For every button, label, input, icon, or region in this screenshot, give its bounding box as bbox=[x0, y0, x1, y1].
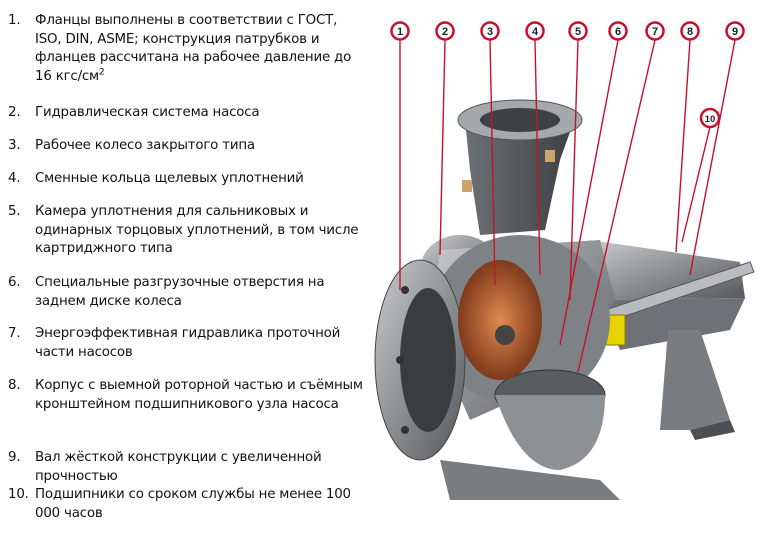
feature-text: Камера уплотнения для сальниковых и один… bbox=[35, 204, 359, 257]
svg-text:6: 6 bbox=[615, 26, 621, 38]
feature-text: Вал жёсткой конструкции с увеличенной пр… bbox=[35, 450, 322, 484]
feature-number: 5. bbox=[8, 204, 21, 219]
feature-text: Сменные кольца щелевых уплотнений bbox=[35, 171, 304, 186]
callout-1: 1 bbox=[390, 21, 410, 41]
svg-text:8: 8 bbox=[687, 26, 693, 38]
suction-flange bbox=[374, 259, 620, 500]
leader-lines bbox=[399, 39, 736, 373]
feature-number: 6. bbox=[8, 275, 21, 290]
feature-number: 1. bbox=[8, 13, 21, 28]
callout-5: 5 bbox=[568, 21, 588, 41]
feature-number: 2. bbox=[8, 105, 21, 120]
callout-8: 8 bbox=[680, 21, 700, 41]
feature-number: 3. bbox=[8, 138, 21, 153]
impeller bbox=[458, 260, 542, 380]
callout-10: 10 bbox=[699, 107, 721, 129]
feature-number: 8. bbox=[8, 378, 21, 393]
svg-text:10: 10 bbox=[705, 114, 716, 125]
svg-text:1: 1 bbox=[397, 26, 403, 38]
svg-text:5: 5 bbox=[575, 26, 581, 38]
superscript: 2 bbox=[98, 67, 105, 78]
feature-text: Специальные разгрузочные отверстия на за… bbox=[35, 275, 325, 309]
callout-2: 2 bbox=[435, 21, 455, 41]
feature-number: 7. bbox=[8, 326, 21, 341]
feature-number: 4. bbox=[8, 171, 21, 186]
callout-6: 6 bbox=[608, 21, 628, 41]
callout-4: 4 bbox=[525, 21, 545, 41]
svg-text:2: 2 bbox=[442, 26, 448, 38]
svg-text:9: 9 bbox=[732, 26, 738, 38]
callout-9: 9 bbox=[725, 21, 745, 41]
feature-text: Рабочее колесо закрытого типа bbox=[35, 138, 255, 153]
feature-text: Фланцы выполнены в соответствии с ГОСТ, … bbox=[35, 12, 365, 86]
feature-number: 9. bbox=[8, 450, 21, 465]
feature-text: Гидравлическая система насоса bbox=[35, 105, 260, 120]
feature-text: Энергоэффективная гидравлика проточной ч… bbox=[35, 326, 341, 360]
feature-text-main: Фланцы выполнены в соответствии с ГОСТ, … bbox=[35, 13, 352, 84]
callout-3: 3 bbox=[480, 21, 500, 41]
callout-7: 7 bbox=[645, 21, 665, 41]
svg-text:3: 3 bbox=[487, 26, 493, 38]
feature-number: 10. bbox=[8, 487, 29, 502]
svg-text:4: 4 bbox=[532, 26, 539, 38]
feature-text: Подшипники со сроком службы не менее 100… bbox=[35, 487, 351, 521]
svg-text:7: 7 bbox=[652, 26, 658, 38]
feature-text: Корпус с выемной роторной частью и съёмн… bbox=[35, 378, 363, 412]
